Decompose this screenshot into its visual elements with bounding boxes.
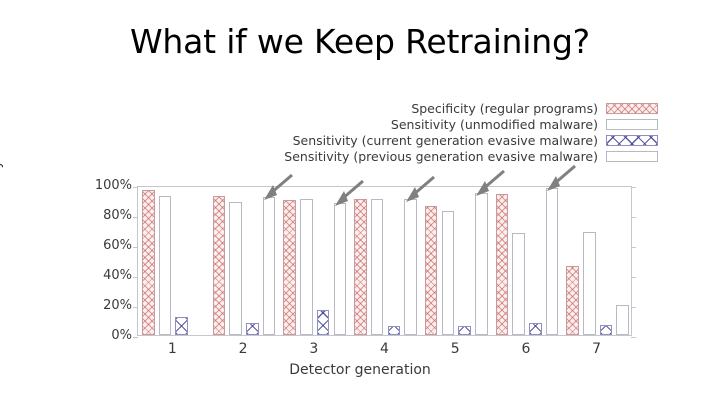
bar-7-series-4 [616,305,629,335]
y-axis-tick-label: 60% [103,238,132,253]
y-axis-tick-mark [631,247,636,248]
legend-swatch-red-crosshatch-icon [606,102,658,114]
annotation-arrow-icon [546,164,576,191]
bar-3-series-1 [283,200,296,335]
legend-swatch-white-outline-icon [606,150,658,162]
bar-4-series-3 [387,326,401,335]
bar-6-series-2 [512,233,525,335]
x-axis-tick-label: 1 [167,341,177,357]
bar-1-series-2 [158,195,172,335]
y-axis-tick-label: 80% [103,208,132,223]
y-axis-tick-mark [133,307,138,308]
legend-swatch-white-outline-icon [606,118,658,130]
annotation-arrow-icon [476,169,506,196]
annotation-arrow-icon [264,173,294,200]
x-axis-tick-label: 5 [450,341,460,357]
legend-item-label: Specificity (regular programs) [411,100,598,116]
annotation-arrow-icon [334,179,364,206]
bar-7-series-3 [599,324,613,335]
y-axis-tick-mark [631,217,636,218]
legend-item-specificity: Specificity (regular programs) [180,101,658,115]
bar-5-series-2 [441,210,455,335]
y-axis-tick-mark [631,307,636,308]
y-axis-tick-mark [631,187,636,188]
bar-2-series-1 [212,195,226,335]
bar-3-series-4 [333,203,347,335]
bar-5-series-3 [458,326,471,335]
x-axis-tick-label: 6 [521,341,531,357]
page-title: What if we Keep Retraining? [130,22,590,61]
legend-item-label: Sensitivity (previous generation evasive… [284,148,598,164]
y-axis-tick-mark [631,277,636,278]
y-axis-tick-mark [631,337,636,338]
y-axis-tick-mark [133,217,138,218]
y-axis-tick-label: 20% [103,298,132,313]
x-axis-tick-label: 3 [309,341,319,357]
y-axis-tick-label: 100% [94,178,132,193]
bar-4-series-2 [370,198,384,335]
y-axis-tick-mark [133,187,138,188]
plot-area [133,186,636,338]
bar-6-series-4 [545,188,559,335]
bar-1-series-1 [142,189,155,335]
x-axis-tick-labels: 1 2 3 4 5 6 7 [137,341,632,361]
y-axis-tick-label: 40% [103,268,132,283]
legend-item-label: Sensitivity (unmodified malware) [390,116,598,132]
bar-7-series-2 [583,231,596,335]
bar-1-series-3 [175,317,188,335]
annotation-arrow-icon [405,175,435,202]
x-axis-tick-label: 7 [592,341,602,357]
legend-item-unmodified-malware: Sensitivity (unmodified malware) [180,117,658,131]
y-axis-tick-mark [133,277,138,278]
bar-4-series-1 [354,198,367,335]
bar-6-series-3 [529,323,542,335]
y-axis-tick-label: 0% [111,328,132,343]
legend-item-label: Sensitivity (current generation evasive … [292,132,598,148]
y-axis-title: Accuracy [0,160,4,222]
bar-5-series-1 [424,206,438,335]
bar-4-series-4 [404,198,417,335]
bar-7-series-1 [566,266,579,335]
y-axis-tick-labels: 0% 20% 40% 60% 80% 100% [66,178,132,344]
x-axis-tick-label: 2 [238,341,248,357]
y-axis-tick-mark [133,247,138,248]
legend-swatch-blue-crosshatch-icon [606,134,658,146]
bar-2-series-2 [229,201,242,335]
legend-item-previous-generation-evasive: Sensitivity (previous generation evasive… [180,149,658,163]
x-axis-title: Detector generation [289,362,431,378]
bar-2-series-3 [246,323,259,335]
y-axis-tick-mark [133,337,138,338]
legend-item-current-generation-evasive: Sensitivity (current generation evasive … [180,133,658,147]
bar-5-series-4 [475,192,488,335]
bar-2-series-4 [262,197,276,335]
bar-3-series-2 [300,198,313,335]
x-axis-tick-label: 4 [380,341,389,357]
chart-legend: Specificity (regular programs) Sensitivi… [180,101,658,165]
bar-3-series-3 [316,309,330,335]
bar-6-series-1 [495,194,509,335]
